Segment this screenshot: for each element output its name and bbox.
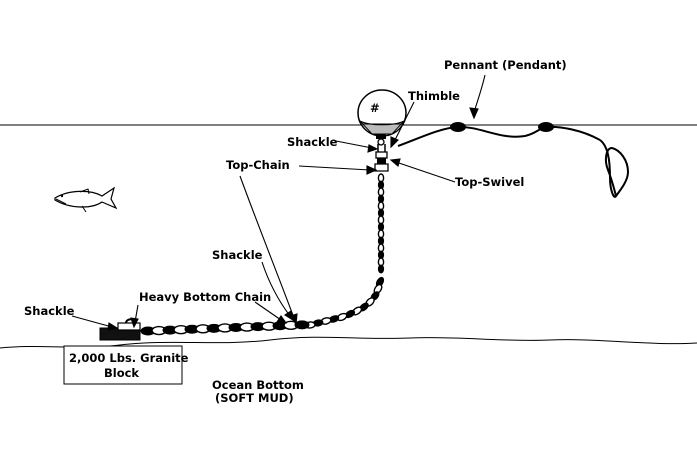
heavy-bottom-chain-label: Heavy Bottom Chain xyxy=(139,290,271,304)
block-label-line2: Block xyxy=(104,366,139,380)
fish-icon xyxy=(54,186,118,213)
thimble-label: Thimble xyxy=(408,89,460,103)
buoy-number-mark: # xyxy=(370,101,380,115)
sea-floor-line xyxy=(0,336,697,349)
top-chain xyxy=(304,173,385,329)
pennant-line xyxy=(397,122,630,198)
top-chain-label: Top-Chain xyxy=(226,158,290,172)
leader-arrows xyxy=(71,74,486,331)
top-swivel-label: Top-Swivel xyxy=(455,175,524,189)
block-label-box xyxy=(63,345,183,385)
buoy-shackle-label: Shackle xyxy=(287,135,338,149)
top-swivel xyxy=(374,151,389,172)
bottom-chain-link xyxy=(294,320,310,330)
block-label-line1: 2,000 Lbs. Granite xyxy=(69,351,189,365)
block-shackle-label: Shackle xyxy=(24,304,75,318)
mooring-ball-icon xyxy=(357,89,407,146)
heavy-bottom-chain xyxy=(140,320,310,336)
mid-shackle-label: Shackle xyxy=(212,248,263,262)
ocean-bottom-label-line2: (SOFT MUD) xyxy=(215,391,294,405)
pennant-label: Pennant (Pendant) xyxy=(444,58,567,72)
ocean-bottom-label-line1: Ocean Bottom xyxy=(212,378,304,392)
top-chain-link xyxy=(377,264,385,274)
